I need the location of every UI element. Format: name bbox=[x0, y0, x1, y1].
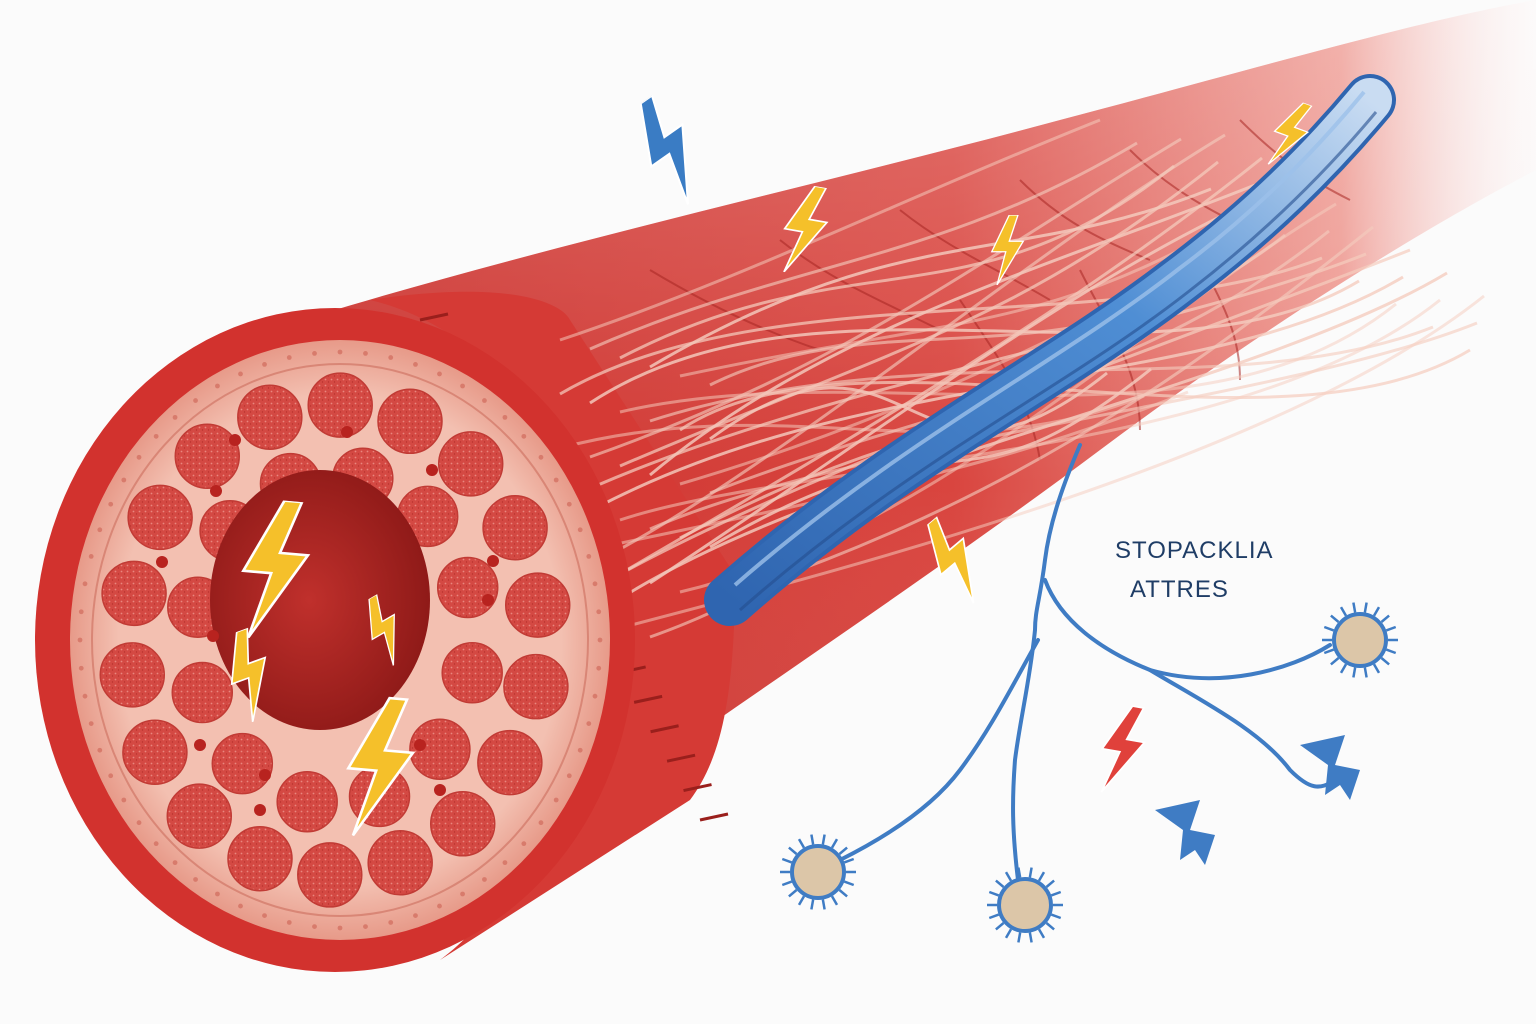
muscle-fascicle bbox=[441, 642, 503, 704]
muscle-fiber bbox=[589, 271, 1448, 621]
muscle-fascicle bbox=[307, 372, 373, 438]
muscle-fiber bbox=[649, 183, 1256, 477]
nerve-ending-icon bbox=[1322, 602, 1398, 678]
muscle-fascicle bbox=[99, 642, 166, 708]
muscle-fascicle bbox=[227, 825, 293, 892]
muscle-fascicle bbox=[503, 653, 569, 720]
muscle-fiber bbox=[589, 279, 1360, 405]
lightning-bolt-icon bbox=[1093, 701, 1152, 799]
nerve-ending-icon bbox=[987, 867, 1063, 943]
lightning-bolt-icon bbox=[618, 91, 722, 209]
muscle-fascicle bbox=[436, 556, 499, 619]
muscle-fascicle bbox=[504, 572, 571, 638]
muscle-fascicle bbox=[367, 830, 433, 896]
muscle-fiber bbox=[619, 160, 1219, 468]
muscle-fiber bbox=[589, 133, 1226, 567]
label-line-1: STOPACKLIA bbox=[1115, 537, 1274, 564]
motor-nerve bbox=[704, 74, 1396, 626]
muscle-fascicle bbox=[297, 842, 363, 908]
nerve-branches bbox=[838, 443, 1337, 882]
muscle-fiber bbox=[679, 348, 1471, 432]
muscle-fiber bbox=[559, 118, 1101, 342]
muscle-fascicle bbox=[171, 661, 234, 724]
muscle-fiber bbox=[589, 137, 1182, 459]
muscle-fascicle bbox=[166, 783, 233, 849]
diagram-label: STOPACKLIA ATTRES bbox=[1115, 537, 1274, 603]
nerve-terminal bbox=[1155, 800, 1215, 865]
muscle-fiber bbox=[649, 187, 1212, 369]
muscle-fascicle bbox=[237, 384, 303, 450]
nerve-ending-icon bbox=[780, 834, 856, 910]
muscle-fascicle bbox=[482, 494, 548, 561]
muscle-fiber bbox=[649, 321, 1478, 531]
muscle-fascicle bbox=[276, 770, 338, 833]
muscle-fascicle bbox=[409, 718, 471, 780]
muscle-fiber bbox=[559, 252, 1367, 504]
muscle-fiber bbox=[559, 256, 1323, 396]
muscle-fascicle bbox=[377, 388, 443, 455]
muscle-fascicle bbox=[211, 732, 274, 795]
nerve-terminal bbox=[1300, 735, 1360, 800]
muscle-fascicle bbox=[477, 729, 543, 796]
muscle-fiber bbox=[709, 225, 1374, 603]
muscle-fascicle bbox=[437, 431, 504, 497]
muscle-fascicle bbox=[429, 791, 496, 857]
muscle-fascicle bbox=[127, 484, 193, 551]
muscle-fiber bbox=[619, 156, 1263, 576]
label-line-2: ATTRES bbox=[1130, 576, 1229, 603]
muscle-fiber bbox=[589, 141, 1138, 351]
muscle-fiber bbox=[679, 210, 1249, 378]
muscle-cross-section bbox=[35, 308, 635, 972]
central-lumen bbox=[210, 470, 430, 730]
muscle-fascicle bbox=[174, 423, 241, 489]
muscle-fascicle bbox=[101, 560, 167, 627]
muscle-fiber bbox=[649, 179, 1300, 585]
muscle-fascicle bbox=[122, 719, 188, 786]
